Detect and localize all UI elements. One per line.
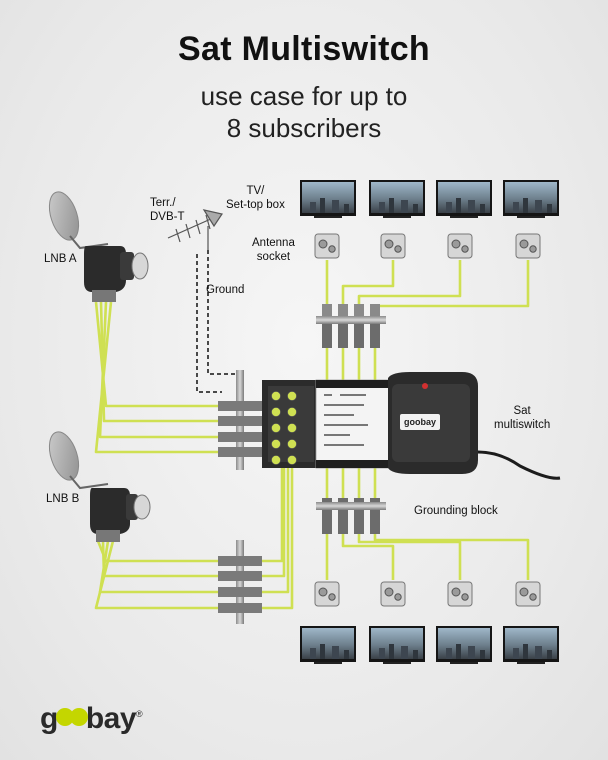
label-tv-line2: Set-top box — [226, 199, 285, 211]
label-sat-multiswitch: Sat multiswitch — [494, 404, 550, 432]
cable-lnb-b-2 — [101, 540, 222, 578]
logo-suffix: bay — [85, 702, 137, 735]
antenna-socket-bottom-3 — [447, 581, 473, 607]
page-subtitle: use case for up to 8 subscribers — [0, 80, 608, 144]
cable-ground-b-2 — [258, 428, 286, 578]
multiswitch-brand-text: goobay — [404, 417, 436, 427]
tv-bottom-1 — [300, 626, 356, 664]
page-title: Sat Multiswitch — [178, 30, 430, 68]
tv-top-4 — [503, 180, 559, 218]
lnb-a-icon — [84, 246, 149, 302]
cable-out-top-4 — [373, 260, 530, 318]
cable-lnb-b-3 — [98, 540, 222, 594]
label-tv-line1: TV/ — [246, 185, 265, 197]
label-sat-line2: multiswitch — [494, 419, 551, 431]
cable-lnb-a-2 — [99, 301, 222, 423]
lnb-b-icon — [90, 488, 151, 542]
cable-lnb-a-4 — [94, 301, 222, 454]
cable-lnb-a-3 — [98, 301, 222, 439]
label-sat-line1: Sat — [513, 405, 531, 417]
cable-out-bot-4 — [373, 528, 530, 580]
grounding-block-bottom — [316, 498, 386, 534]
satellite-dish-b-icon — [48, 431, 109, 490]
tv-top-2 — [369, 180, 425, 218]
tv-bottom-3 — [436, 626, 492, 664]
label-grounding-block: Grounding block — [414, 505, 498, 517]
label-tv-settop: TV/ Set-top box — [226, 184, 285, 212]
tv-bottom-2 — [369, 626, 425, 664]
label-lnb-a: LNB A — [44, 253, 77, 265]
cable-lnb-b-4 — [94, 540, 222, 610]
multiswitch-device: goobay — [262, 372, 561, 480]
logo-registered: ® — [136, 709, 143, 719]
tv-bottom-4 — [503, 626, 559, 664]
cable-switch-top-stubs — [325, 348, 377, 380]
logo-dot-2 — [69, 708, 88, 727]
grounding-block-b — [218, 540, 262, 624]
subtitle-line-2: 8 subscribers — [226, 113, 382, 143]
cable-out-top-2 — [341, 260, 395, 318]
tv-top-1 — [300, 180, 356, 218]
label-antenna-socket: Antenna socket — [252, 236, 295, 264]
terrestrial-antenna-icon — [167, 209, 223, 250]
subtitle-line-1: use case for up to — [200, 81, 408, 111]
label-antenna-socket-line1: Antenna — [252, 237, 295, 249]
coax-cables — [94, 260, 530, 610]
terr-antenna-wire — [207, 250, 240, 375]
multiswitch-label: goobay — [404, 417, 436, 427]
grounding-block-top — [316, 304, 386, 348]
antenna-socket-top-2 — [380, 233, 406, 259]
satellite-dish-a-icon — [48, 191, 109, 250]
label-terr-dvbt: Terr./ DVB-T — [150, 196, 185, 224]
cable-out-bot-2 — [341, 528, 395, 580]
antenna-socket-bottom-1 — [314, 581, 340, 607]
label-terr-line1: Terr./ — [150, 197, 176, 209]
antenna-sockets-top — [314, 233, 541, 259]
label-ground: Ground — [206, 284, 245, 296]
cable-out-bot-3 — [357, 528, 462, 580]
label-lnb-b: LNB B — [46, 493, 80, 505]
antenna-socket-top-4 — [515, 233, 541, 259]
antenna-socket-bottom-4 — [515, 581, 541, 607]
antenna-sockets-bottom — [314, 581, 541, 607]
tv-top-3 — [436, 180, 492, 218]
cable-lnb-a-1 — [94, 301, 222, 408]
label-terr-line2: DVB-T — [150, 211, 185, 223]
antenna-socket-top-3 — [447, 233, 473, 259]
logo-prefix: g — [40, 702, 58, 735]
tv-row-bottom — [300, 626, 559, 664]
antenna-socket-bottom-2 — [380, 581, 406, 607]
cable-ground-b-4 — [258, 460, 294, 610]
cable-ground-b-3 — [258, 444, 290, 594]
cable-switch-bottom-stubs — [325, 466, 377, 498]
cable-lnb-b-1 — [96, 540, 222, 563]
logo-dot-1 — [55, 708, 74, 727]
antenna-socket-top-1 — [314, 233, 340, 259]
label-antenna-socket-line2: socket — [256, 251, 291, 263]
grounding-block-a — [218, 370, 262, 470]
ground-wire — [196, 254, 222, 393]
tv-row-top — [300, 180, 559, 218]
